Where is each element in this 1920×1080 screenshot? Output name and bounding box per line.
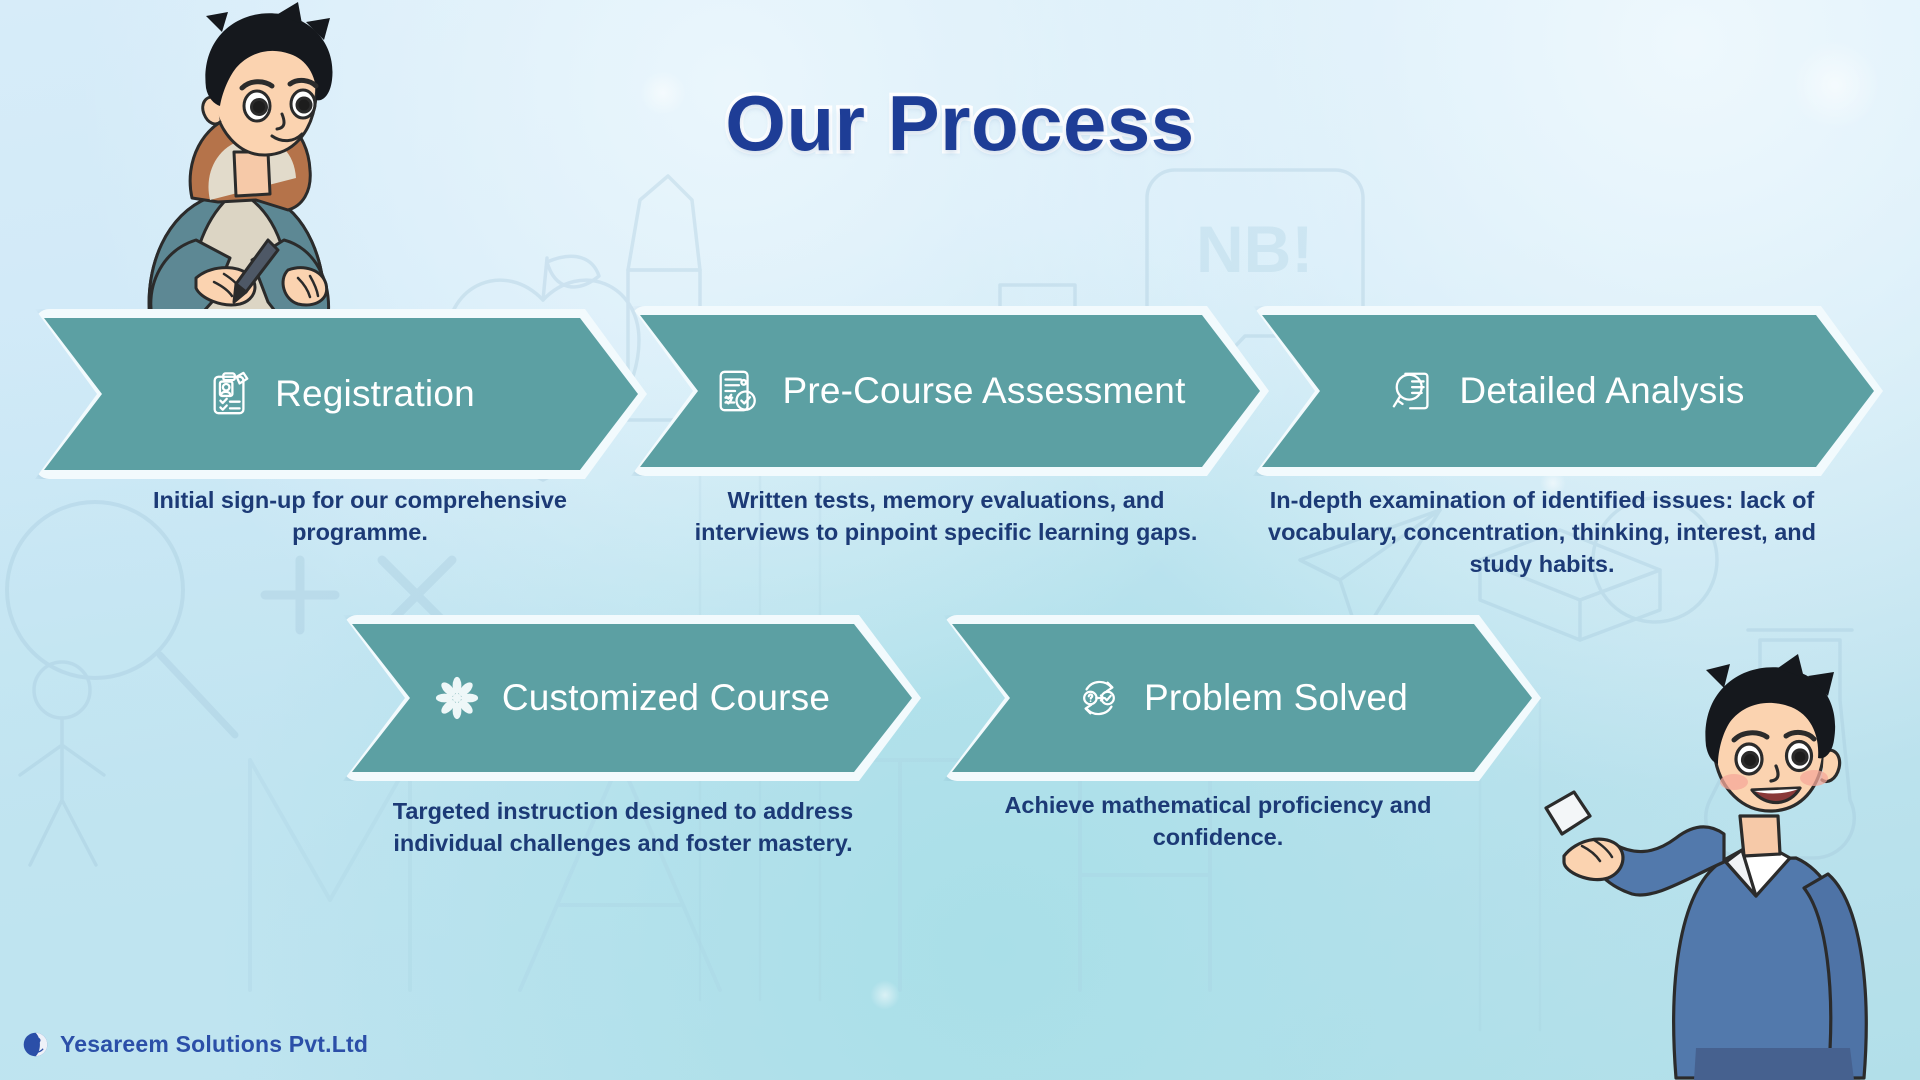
step-label: Pre-Course Assessment [782, 370, 1186, 411]
clipboard-user-checklist-icon [207, 371, 253, 417]
document-check-icon [714, 368, 760, 414]
step-banner-problem-solved[interactable]: Problem Solved [952, 624, 1532, 772]
step-description-problem-solved: Achieve mathematical proficiency and con… [1004, 792, 1432, 851]
svg-text:NB!: NB! [1196, 212, 1313, 286]
banner-fill [1262, 315, 1874, 467]
step-label: Registration [275, 373, 475, 414]
globe-circle-logo [22, 1031, 49, 1058]
question-to-check-cycle-icon [1076, 675, 1122, 721]
step-description-customized-course: Targeted instruction designed to address… [392, 798, 854, 857]
step-label: Problem Solved [1144, 677, 1408, 718]
footer-brand[interactable]: Yesareem Solutions Pvt.Ltd [22, 1031, 368, 1058]
bokeh-dot [640, 70, 686, 116]
banner-fill [44, 318, 638, 470]
illustration-student-pointing [1544, 654, 1868, 1080]
illustration-student-writing [147, 2, 333, 322]
step-banner-registration[interactable]: Registration [44, 318, 638, 470]
banner-fill [952, 624, 1532, 772]
step-description-detailed-analysis: In-depth examination of identified issue… [1268, 487, 1816, 578]
magnifier-document-icon [1391, 368, 1437, 414]
bokeh-dot [870, 980, 900, 1010]
step-label: Detailed Analysis [1459, 370, 1745, 411]
flower-petals-icon [434, 675, 480, 721]
step-description-registration: Initial sign-up for our comprehensive pr… [153, 487, 567, 546]
step-label: Customized Course [501, 677, 831, 718]
brand-name: Yesareem Solutions Pvt.Ltd [60, 1031, 369, 1057]
step-banner-customized-course[interactable]: Customized Course [352, 624, 912, 772]
step-banner-detailed-analysis[interactable]: Detailed Analysis [1262, 315, 1874, 467]
page-title: Our Process [722, 76, 1198, 171]
step-banner-pre-course-assessment[interactable]: Pre-Course Assessment [640, 315, 1260, 467]
bokeh-dot [1790, 40, 1880, 130]
step-description-pre-course-assessment: Written tests, memory evaluations, and i… [694, 487, 1198, 546]
